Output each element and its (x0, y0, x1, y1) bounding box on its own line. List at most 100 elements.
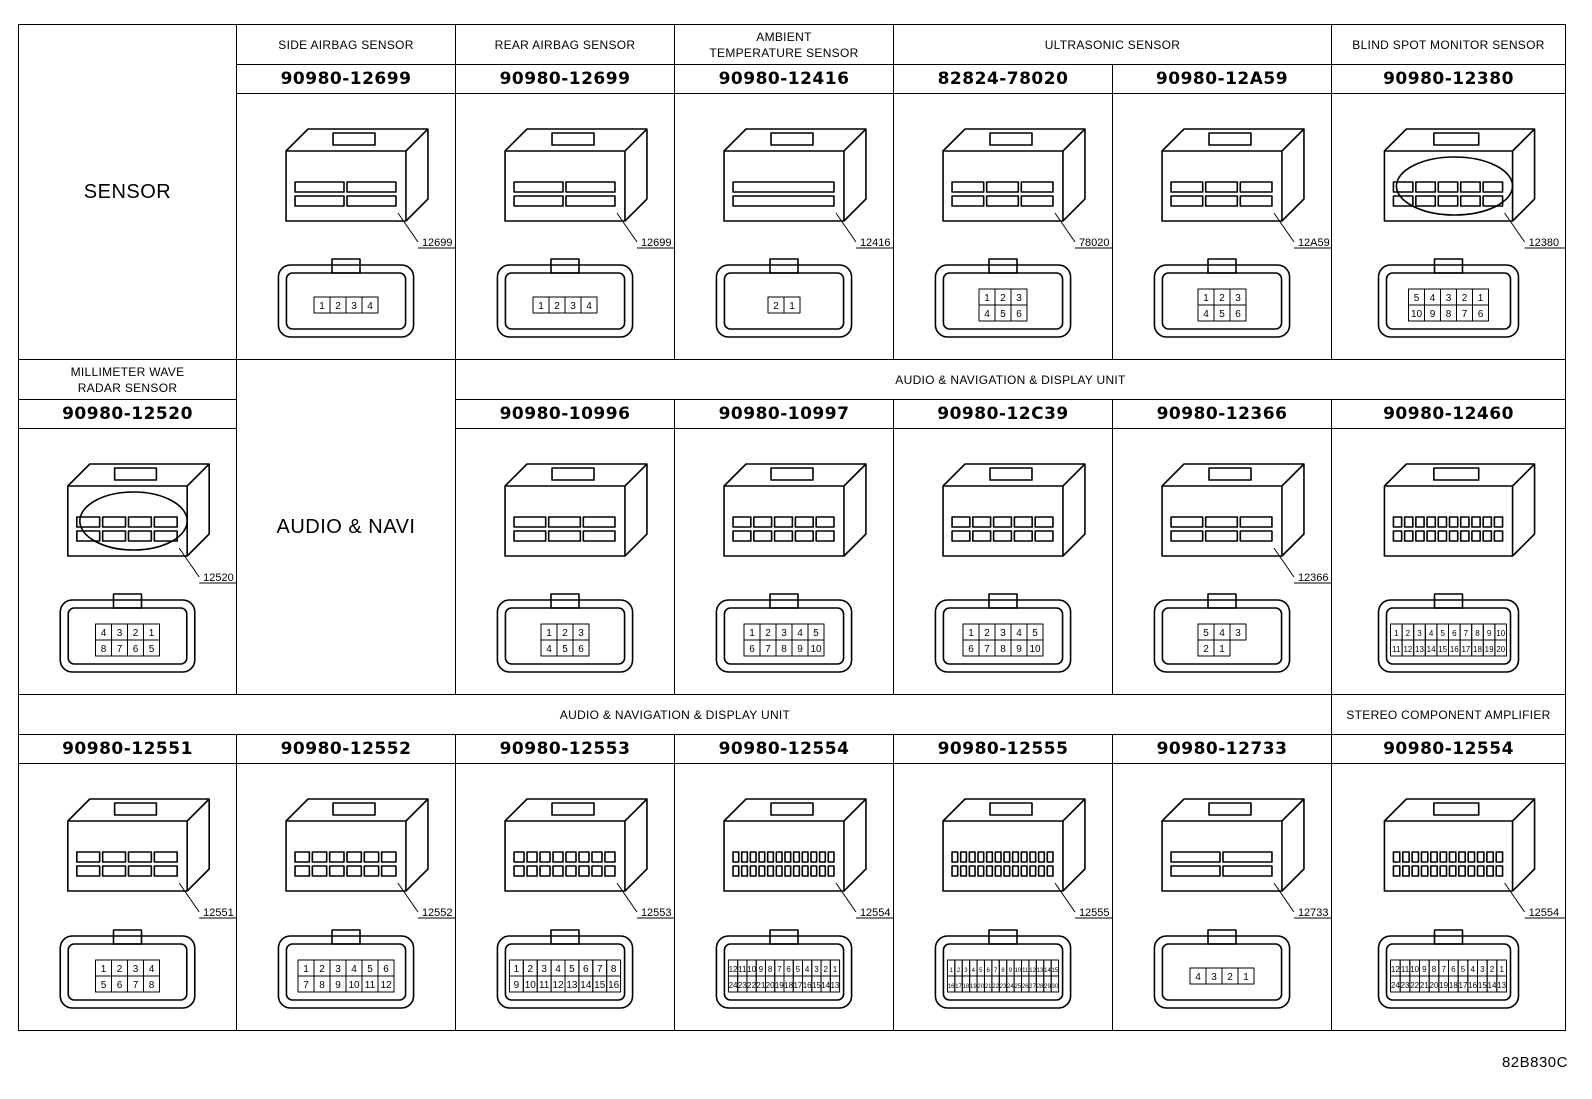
pin-number: 4 (1195, 972, 1201, 983)
pin-number: 23 (1401, 981, 1410, 990)
pin-number: 2 (1462, 293, 1468, 304)
pin-number: 6 (1452, 629, 1457, 638)
part-number: 90980-12553 (499, 739, 631, 759)
pin-number: 5 (1414, 293, 1420, 304)
part-number: 90980-12699 (499, 69, 631, 89)
pin-number: 8 (149, 980, 155, 991)
pin-number: 1 (546, 628, 552, 639)
part-callout: 12733 (1273, 882, 1331, 919)
part-callout-label: 12554 (1529, 907, 1560, 919)
pin-number: 4 (1470, 965, 1475, 974)
pin-number: 14 (1044, 968, 1051, 974)
pin-number: 5 (1461, 965, 1466, 974)
part-number: 90980-12520 (62, 404, 193, 424)
part-number-cell: 90980-12554 (1331, 734, 1566, 764)
pin-number: 9 (514, 980, 520, 991)
connector-body-view (1161, 128, 1305, 222)
part-number-cell: 90980-10996 (455, 399, 675, 429)
pin-number: 17 (955, 984, 962, 990)
connector-body-view (1161, 798, 1305, 892)
part-callout-label: 12416 (860, 237, 891, 249)
part-callout-label: 12551 (203, 907, 234, 919)
pin-number: 12 (1029, 968, 1036, 974)
pin-number: 8 (611, 964, 617, 975)
pin-number: 10 (1496, 629, 1505, 638)
pin-number: 5 (1440, 629, 1445, 638)
pin-number: 4 (555, 964, 561, 975)
pin-number: 10 (1411, 309, 1423, 320)
pin-number: 20 (1496, 645, 1505, 654)
pin-number: 16 (1468, 981, 1477, 990)
pin-number: 1 (833, 965, 838, 974)
part-callout: 12552 (397, 882, 455, 919)
pin-number: 3 (578, 628, 584, 639)
pin-number: 2 (1406, 629, 1411, 638)
part-number-cell: 90980-12A59 (1112, 64, 1332, 94)
pin-number: 10 (1029, 644, 1041, 655)
pin-number: 7 (597, 964, 603, 975)
pin-number: 19 (775, 981, 784, 990)
pin-number: 1 (101, 964, 107, 975)
pin-number: 6 (786, 965, 791, 974)
pin-number: 15 (1052, 968, 1059, 974)
part-callout: 12A59 (1273, 212, 1331, 249)
pin-number: 9 (1422, 965, 1427, 974)
ambient-temperature-sensor-header: AMBIENT TEMPERATURE SENSOR (674, 24, 894, 65)
connector-body-view (723, 798, 867, 892)
audio-navi-group-text: AUDIO & NAVI (276, 515, 416, 538)
connector-body-view (67, 463, 210, 557)
part-number: 90980-12554 (1383, 739, 1514, 759)
part-number-cell: 90980-12460 (1331, 399, 1566, 429)
connector-body-view (723, 128, 867, 222)
connector-body-view (942, 463, 1086, 557)
side-airbag-sensor-header: SIDE AIRBAG SENSOR (236, 24, 456, 65)
part-number: 90980-12554 (718, 739, 850, 759)
pin-number: 12 (1403, 645, 1412, 654)
pin-number: 15 (1438, 645, 1447, 654)
pin-number: 4 (1219, 628, 1225, 639)
pin-number: 2 (1227, 972, 1233, 983)
pin-number: 2 (765, 628, 771, 639)
pin-number: 2 (133, 628, 139, 639)
pin-number: 24 (1007, 984, 1014, 990)
pin-number: 10 (1410, 965, 1419, 974)
part-number: 90980-12380 (1383, 69, 1514, 89)
pin-number: 3 (133, 964, 139, 975)
pin-number: 7 (1464, 629, 1469, 638)
pin-number: 3 (1235, 628, 1241, 639)
pin-number: 3 (1016, 293, 1022, 304)
pin-number: 4 (972, 968, 976, 974)
part-callout-label: 12554 (860, 907, 891, 919)
sensor-group-label: SENSOR (18, 24, 237, 360)
pin-number: 16 (608, 980, 620, 991)
pin-number: 12 (729, 965, 738, 974)
pin-number: 10 (525, 980, 537, 991)
pin-number: 25 (1014, 984, 1021, 990)
part-number-cell: 90980-12553 (455, 734, 675, 764)
sensor-group-text: SENSOR (83, 180, 172, 203)
pin-number: 30 (1052, 984, 1059, 990)
pin-number: 11 (1401, 965, 1410, 974)
pin-number: 19 (1439, 981, 1448, 990)
pin-number: 9 (1487, 629, 1492, 638)
pin-number: 1 (538, 301, 544, 312)
part-callout: 12554 (835, 882, 893, 919)
pin-number: 7 (1441, 965, 1446, 974)
pin-number: 24 (1391, 981, 1400, 990)
ambient-temperature-sensor-title: AMBIENT TEMPERATURE SENSOR (709, 29, 859, 60)
pin-number: 5 (813, 628, 819, 639)
stereo-component-amplifier-title: STEREO COMPONENT AMPLIFIER (1346, 707, 1551, 722)
part-callout-label: 78020 (1079, 237, 1110, 249)
pin-number: 9 (335, 980, 341, 991)
